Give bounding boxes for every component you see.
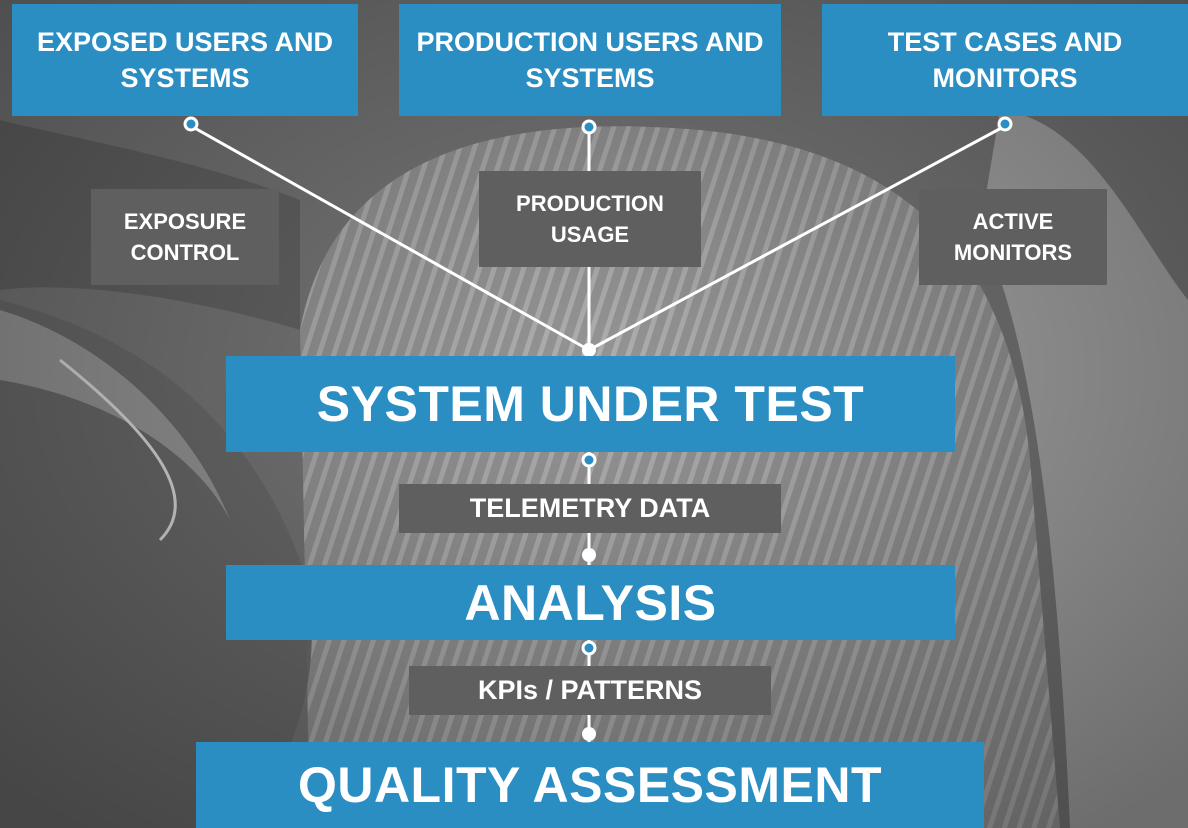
active-monitors-label: ACTIVE MONITORS: [919, 189, 1107, 285]
source-test-cases-box: TEST CASES AND MONITORS: [822, 4, 1188, 116]
system-under-test-box: SYSTEM UNDER TEST: [226, 356, 955, 452]
source-exposed-users-box: EXPOSED USERS AND SYSTEMS: [12, 4, 358, 116]
telemetry-data-label: TELEMETRY DATA: [399, 484, 781, 533]
kpis-patterns-label: KPIs / PATTERNS: [409, 666, 771, 715]
quality-assessment-box: QUALITY ASSESSMENT: [196, 742, 984, 828]
production-usage-label: PRODUCTION USAGE: [479, 171, 701, 267]
exposure-control-label: EXPOSURE CONTROL: [91, 189, 279, 285]
source-production-users-box: PRODUCTION USERS AND SYSTEMS: [399, 4, 781, 116]
analysis-box: ANALYSIS: [226, 565, 955, 640]
